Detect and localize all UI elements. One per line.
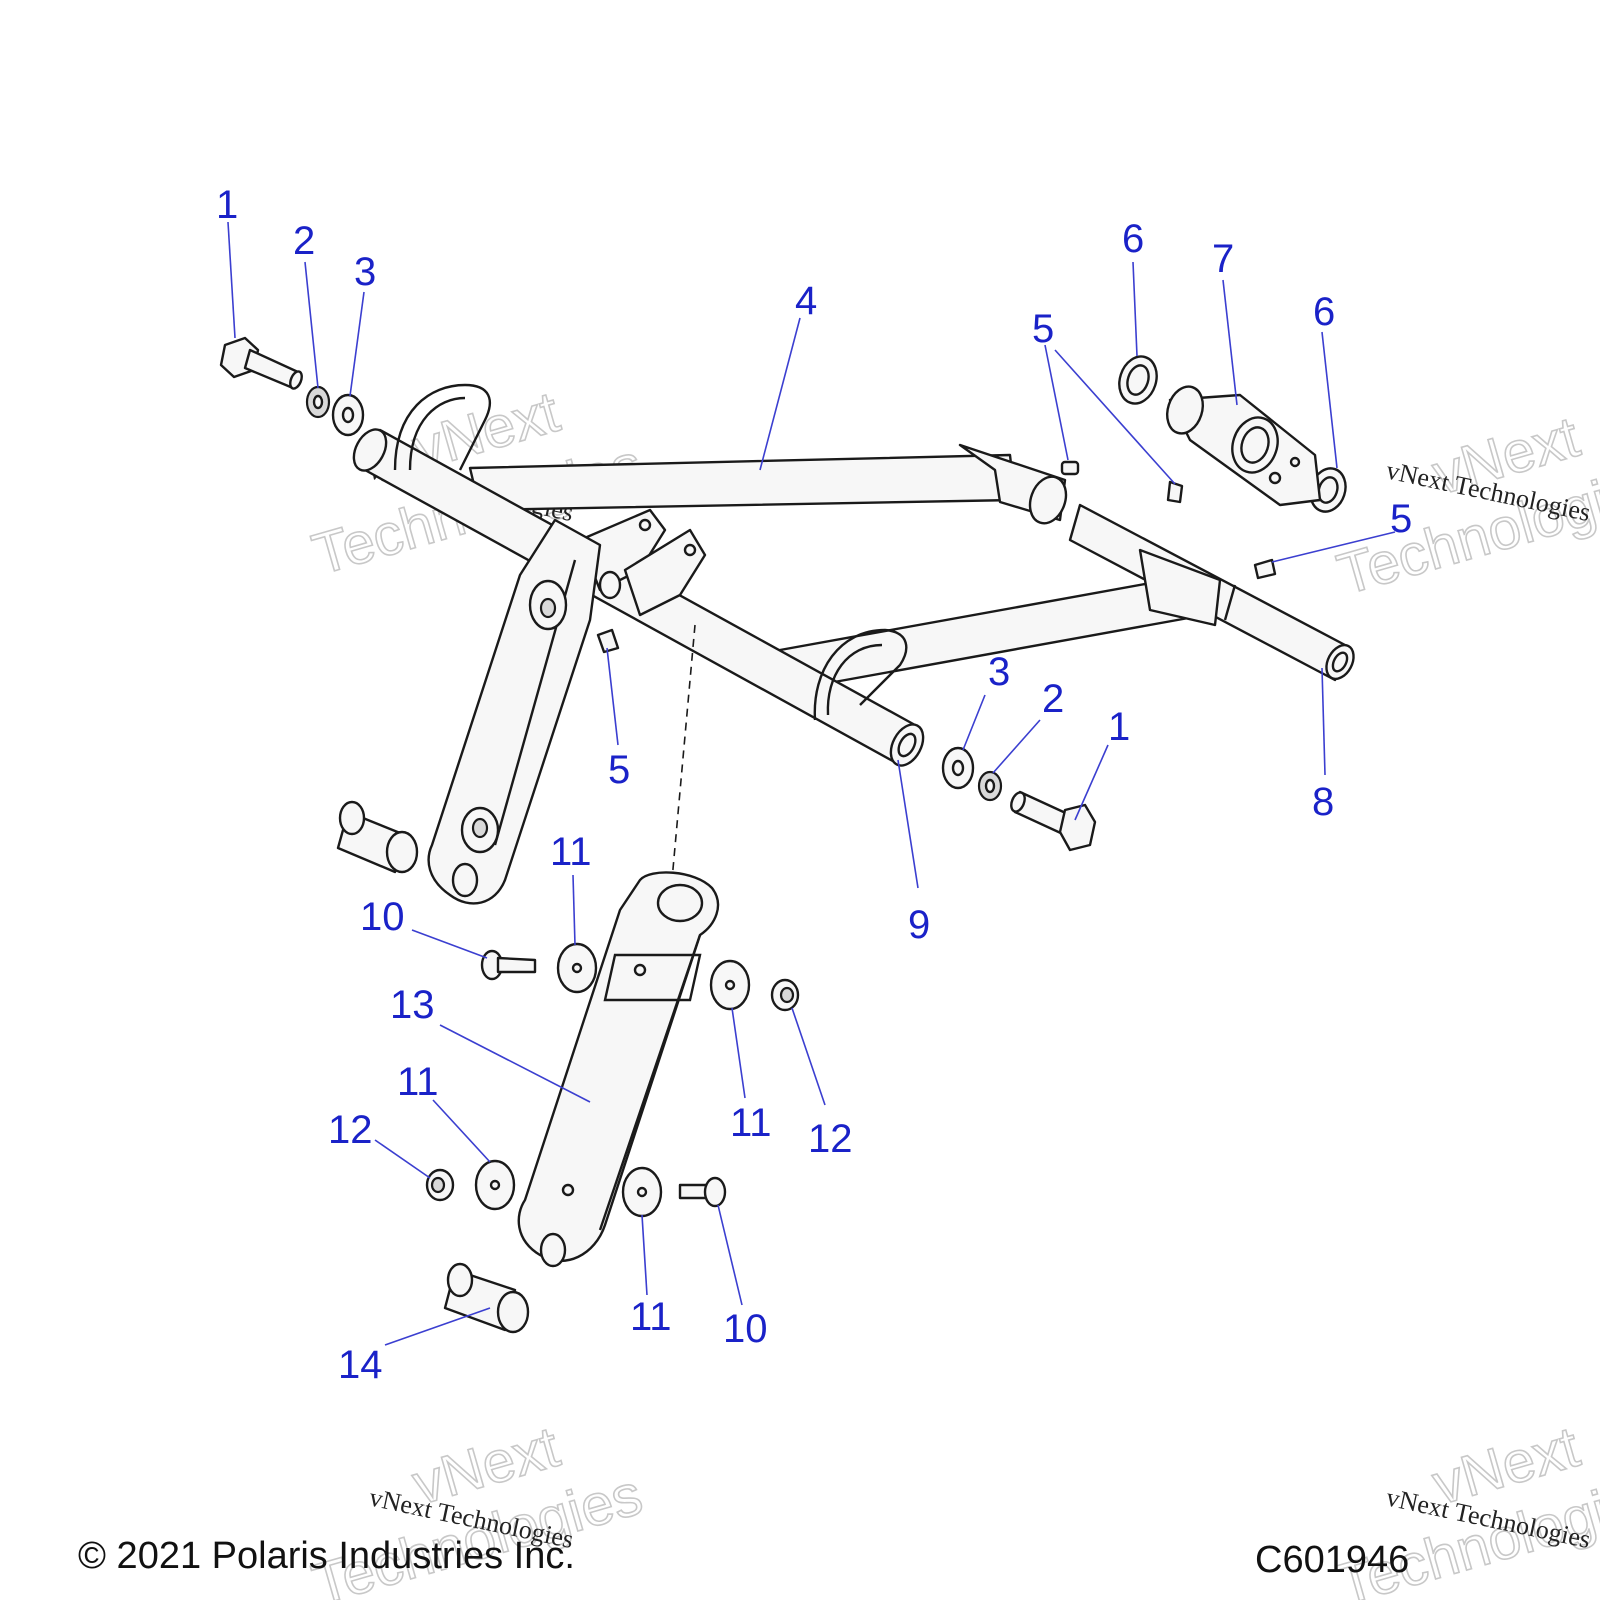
assembly-guide-line [671, 624, 696, 881]
screw-lower-illustration [678, 1176, 727, 1208]
callout-7: 7 [1212, 237, 1234, 281]
cable-loop-upper-illustration [393, 383, 491, 471]
callout-5-right: 5 [1390, 497, 1412, 541]
shock-link-lower-illustration [517, 871, 720, 1268]
shock-mount-bracket-illustration [578, 508, 707, 617]
callout-12-left: 12 [328, 1108, 373, 1152]
thrust-washer-a-illustration [1118, 355, 1158, 405]
nut-upper-illustration [770, 978, 800, 1012]
washer-upper-right-illustration [709, 959, 751, 1011]
callout-2-lower: 2 [1042, 677, 1064, 721]
a-arm-rear-tube-illustration [468, 443, 1068, 525]
callout-3-lower: 3 [988, 650, 1010, 694]
callout-11-right: 11 [730, 1101, 772, 1145]
pivot-pin-lower-illustration [443, 1262, 530, 1334]
bolt-upper-illustration [219, 336, 303, 390]
washer-upper-left-illustration [556, 942, 598, 994]
callout-5-upper: 5 [1032, 307, 1054, 351]
callout-11-left: 11 [397, 1060, 439, 1104]
callouts: 1 2 3 4 5 6 7 6 5 3 2 1 5 9 8 11 10 13 1… [216, 183, 1412, 1387]
grease-fitting-d-illustration [596, 628, 620, 654]
callout-11-upper: 11 [550, 830, 592, 874]
callout-13: 13 [390, 983, 435, 1027]
callout-3-upper: 3 [354, 250, 376, 294]
screw-upper-illustration [480, 949, 537, 981]
watermark-top-right: vNext Technologies vNext Technologies [1330, 403, 1600, 608]
callout-9: 9 [908, 903, 930, 947]
diagram-code: C601946 [1255, 1539, 1409, 1581]
washer-lower-left-illustration [474, 1159, 516, 1211]
flat-washer-lower-illustration [941, 746, 975, 790]
cable-loop-lower-illustration [813, 628, 908, 721]
callout-1-lower: 1 [1108, 705, 1130, 749]
lock-washer-lower-illustration [977, 770, 1003, 802]
callout-14: 14 [338, 1343, 383, 1387]
callout-5-lower: 5 [608, 748, 630, 792]
pivot-bracket-illustration [1166, 385, 1322, 507]
callout-8: 8 [1312, 780, 1334, 824]
shock-link-upper-illustration [427, 518, 602, 905]
grease-fitting-b-illustration [1166, 480, 1184, 504]
pivot-pin-upper-illustration [336, 800, 419, 874]
flat-washer-upper-illustration [331, 393, 365, 437]
leader-lines [227, 221, 1396, 1346]
bolt-lower-illustration [1010, 790, 1097, 852]
callout-12-right: 12 [808, 1117, 853, 1161]
washer-lower-right-illustration [621, 1166, 663, 1218]
grease-fitting-a-illustration [1060, 460, 1080, 476]
grease-fitting-c-illustration [1253, 558, 1277, 580]
callout-1-upper: 1 [216, 183, 238, 227]
callout-2-upper: 2 [293, 219, 315, 263]
callout-11-lower: 11 [630, 1295, 672, 1339]
nut-lower-illustration [425, 1168, 455, 1202]
callout-10-upper: 10 [360, 895, 405, 939]
callout-6-upper: 6 [1122, 217, 1144, 261]
callout-6-lower: 6 [1313, 290, 1335, 334]
copyright-notice: © 2021 Polaris Industries Inc. [78, 1535, 575, 1577]
callout-4: 4 [795, 279, 817, 323]
callout-10-lower: 10 [723, 1307, 768, 1351]
lock-washer-upper-illustration [305, 385, 331, 419]
